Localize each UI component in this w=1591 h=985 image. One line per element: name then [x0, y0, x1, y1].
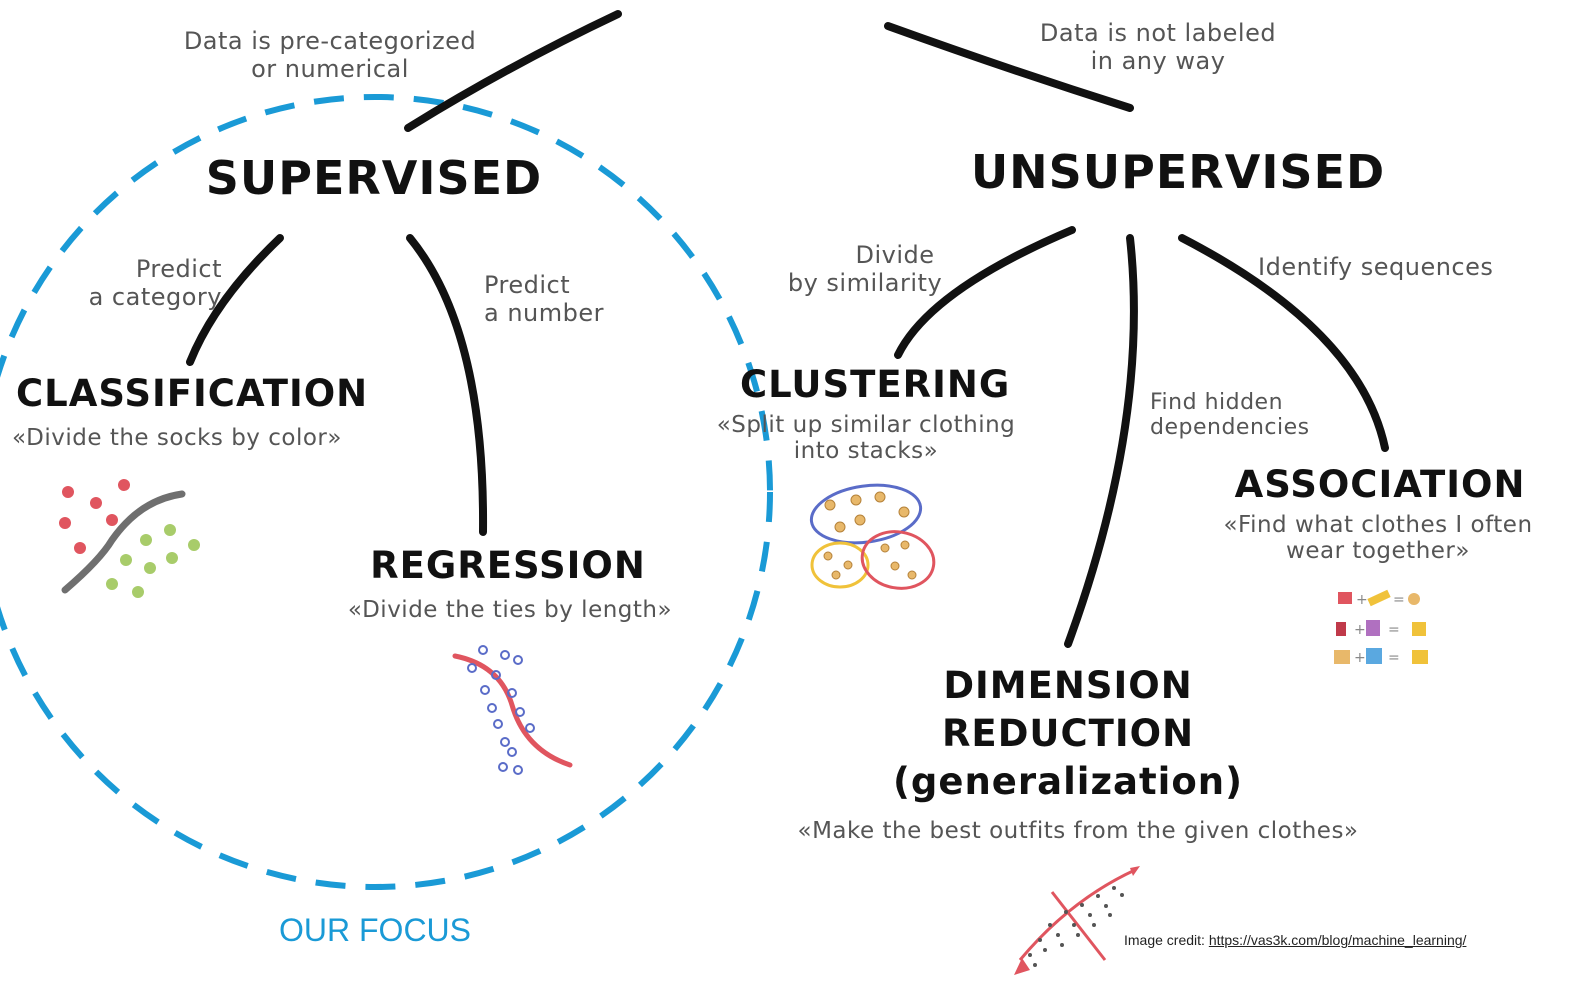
dimension-reduction-illustration — [1014, 866, 1140, 975]
dimension-reduction-title-line1: DIMENSION — [943, 664, 1193, 707]
regression-edge-line1: Predict — [484, 271, 571, 299]
dimension-reduction-example: «Make the best outfits from the given cl… — [797, 818, 1359, 844]
clustering-example: «Split up similar clothing into stacks» — [717, 412, 1016, 465]
regression-title: REGRESSION — [370, 544, 646, 587]
image-credit: Image credit: https://vas3k.com/blog/mac… — [1124, 932, 1466, 948]
regression-illustration — [452, 645, 573, 775]
supervised-branch-line — [404, 10, 622, 132]
supervised-title: SUPERVISED — [205, 151, 543, 205]
dimension-reduction-branch-line — [1064, 234, 1138, 648]
clustering-edge-label: Divide by similarity — [787, 241, 943, 297]
svg-text:=: = — [1388, 622, 1400, 638]
association-title: ASSOCIATION — [1234, 463, 1526, 506]
regression-example: «Divide the ties by length» — [347, 597, 673, 623]
regression-edge-label: Predict a number — [484, 271, 605, 327]
classification-branch-line — [186, 234, 284, 366]
dimension-reduction-edge-label: Find hidden dependencies — [1150, 390, 1310, 441]
classification-edge-label: Predict a category — [72, 255, 222, 311]
supervised-caption: Data is pre-categorized or numerical — [183, 27, 477, 83]
regression-edge-line2: a number — [484, 298, 605, 327]
association-branch-line — [1178, 234, 1389, 452]
regression-branch-line — [406, 234, 488, 536]
clustering-branch-line — [894, 226, 1076, 359]
unsupervised-title: UNSUPERVISED — [970, 145, 1386, 199]
image-credit-link[interactable]: https://vas3k.com/blog/machine_learning/ — [1208, 932, 1467, 948]
classification-illustration — [59, 479, 200, 598]
clustering-edge-line1: Divide — [855, 241, 935, 269]
dimension-reduction-title-line3: (generalization) — [892, 760, 1244, 804]
clustering-example-line2: into stacks» — [793, 438, 939, 465]
clustering-example-line1: «Split up similar clothing — [716, 412, 1016, 438]
svg-text:=: = — [1388, 650, 1400, 666]
dimension-reduction-edge-line1: Find hidden — [1150, 390, 1284, 415]
association-illustration: + = + = + = — [1334, 589, 1428, 666]
svg-text:=: = — [1393, 592, 1405, 608]
clustering-edge-line2: by similarity — [787, 268, 943, 297]
clustering-title: CLUSTERING — [740, 363, 1011, 406]
focus-circle — [0, 94, 773, 890]
unsupervised-caption-line2: in any way — [1090, 46, 1226, 75]
classification-title: CLASSIFICATION — [16, 372, 369, 415]
dimension-reduction-edge-line2: dependencies — [1150, 415, 1310, 441]
supervised-caption-line2: or numerical — [251, 54, 409, 83]
our-focus-label: OUR FOCUS — [279, 912, 471, 948]
svg-text:+: + — [1356, 592, 1368, 608]
association-example-line1: «Find what clothes I often — [1223, 512, 1533, 538]
clustering-illustration — [809, 483, 936, 590]
classification-example: «Divide the socks by color» — [12, 425, 342, 451]
supervised-caption-line1: Data is pre-categorized — [183, 27, 477, 55]
svg-text:+: + — [1354, 622, 1366, 638]
dimension-reduction-title-line2: REDUCTION — [941, 712, 1195, 756]
association-example-line2: wear together» — [1286, 538, 1470, 565]
unsupervised-branch-line — [884, 22, 1134, 112]
dimension-reduction-title: DIMENSION REDUCTION (generalization) — [893, 662, 1243, 806]
classification-edge-line2: a category — [88, 282, 222, 311]
image-credit-prefix: Image credit: — [1124, 932, 1205, 948]
association-example: «Find what clothes I often wear together… — [1223, 512, 1532, 565]
svg-text:+: + — [1354, 650, 1366, 666]
unsupervised-caption: Data is not labeled in any way — [1039, 19, 1277, 75]
classification-edge-line1: Predict — [135, 255, 222, 283]
association-edge-label: Identify sequences — [1258, 253, 1494, 281]
unsupervised-caption-line1: Data is not labeled — [1039, 19, 1277, 47]
